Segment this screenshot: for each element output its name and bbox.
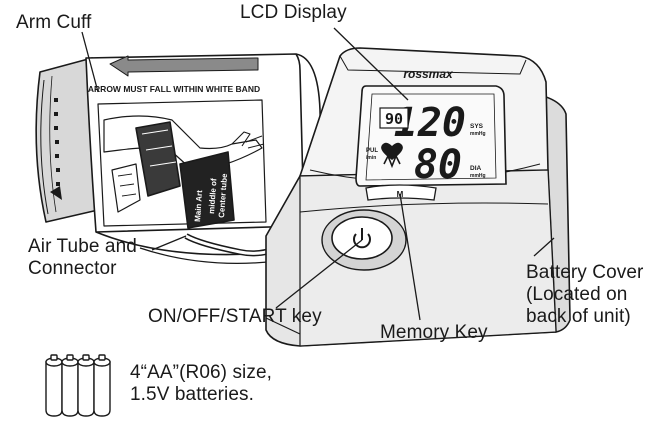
cuff-side-label: Center tube middle of Main Art <box>193 173 229 223</box>
label-batteries-line2: 1.5V batteries. <box>130 384 255 405</box>
label-battery-cover-line2: (Located on <box>526 284 628 305</box>
label-air-tube-line1: Air Tube and <box>28 236 137 257</box>
label-memory-key: Memory Key <box>380 322 488 343</box>
label-lcd-display: LCD Display <box>240 2 347 23</box>
lcd-pul-unit: /min <box>366 155 376 161</box>
battery-2 <box>61 354 79 417</box>
callout-battery <box>533 237 555 257</box>
label-batteries-line1: 4“AA”(R06) size, <box>130 362 273 383</box>
callout-on-off <box>275 239 363 309</box>
label-air-tube-line2: Connector <box>28 258 117 279</box>
label-air-tube: Air Tube and Connector <box>28 236 137 280</box>
lcd-pulse-value: 90 <box>385 110 403 128</box>
lcd-diastolic-value: 80 <box>414 142 462 188</box>
cuff-arrow <box>109 55 259 77</box>
label-battery-cover-line1: Battery Cover <box>526 262 644 283</box>
cuff-side-strip <box>50 98 62 200</box>
cuff-side-text-1: Center tube <box>217 173 229 219</box>
cuff-side-text-3: Main Art <box>193 190 204 223</box>
label-arm-cuff: Arm Cuff <box>16 12 92 33</box>
lcd-dia-unit: mmHg <box>470 173 486 179</box>
callout-lines <box>81 27 555 321</box>
battery-3 <box>77 354 95 417</box>
lcd-sys-label: SYS <box>470 123 484 130</box>
lcd-pul-label: PUL <box>366 148 378 154</box>
brand-logo: rossmax <box>403 67 454 81</box>
callout-air-tube <box>151 235 187 251</box>
battery-1 <box>45 354 63 417</box>
arm-cuff <box>35 53 323 264</box>
callout-arm-cuff <box>81 31 99 93</box>
lcd-dia-label: DIA <box>470 165 482 172</box>
label-battery-cover: Battery Cover (Located on back of unit) <box>526 262 643 328</box>
heart-icon <box>381 142 403 169</box>
cuff-side-text-2: middle of <box>207 178 218 214</box>
battery-4 <box>93 354 111 417</box>
label-batteries: 4“AA”(R06) size, 1.5V batteries. <box>130 362 272 406</box>
callout-lcd <box>333 27 409 101</box>
battery-icon <box>45 354 111 417</box>
lcd-pulse-box: 90 <box>379 107 409 129</box>
cuff-instruction-text: ARROW MUST FALL WITHIN WHITE BAND <box>88 84 260 94</box>
label-battery-cover-line3: back of unit) <box>526 306 631 327</box>
lcd-sys-unit: mmHg <box>470 131 486 137</box>
label-on-off-start: ON/OFF/START key <box>148 306 322 327</box>
power-icon <box>353 228 371 249</box>
callout-memory <box>399 193 421 321</box>
